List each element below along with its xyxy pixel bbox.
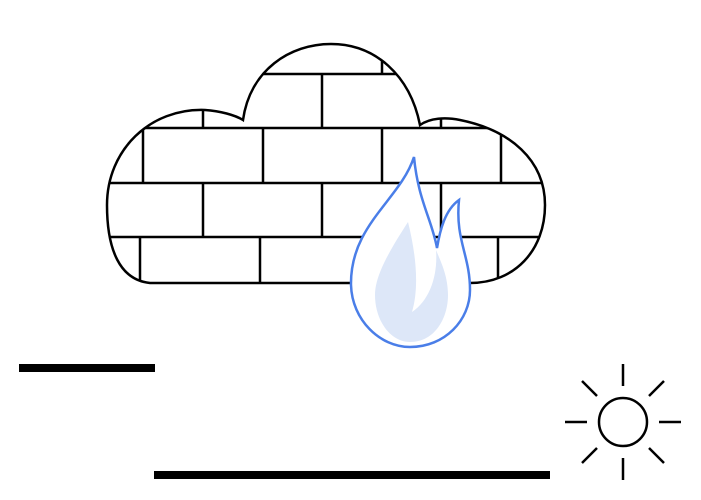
sun-icon xyxy=(565,364,681,480)
decorative-line-bottom xyxy=(154,471,550,479)
flame-icon xyxy=(349,156,472,349)
cloud-brick-wall-icon xyxy=(105,42,547,285)
decorative-line-left xyxy=(19,364,155,372)
